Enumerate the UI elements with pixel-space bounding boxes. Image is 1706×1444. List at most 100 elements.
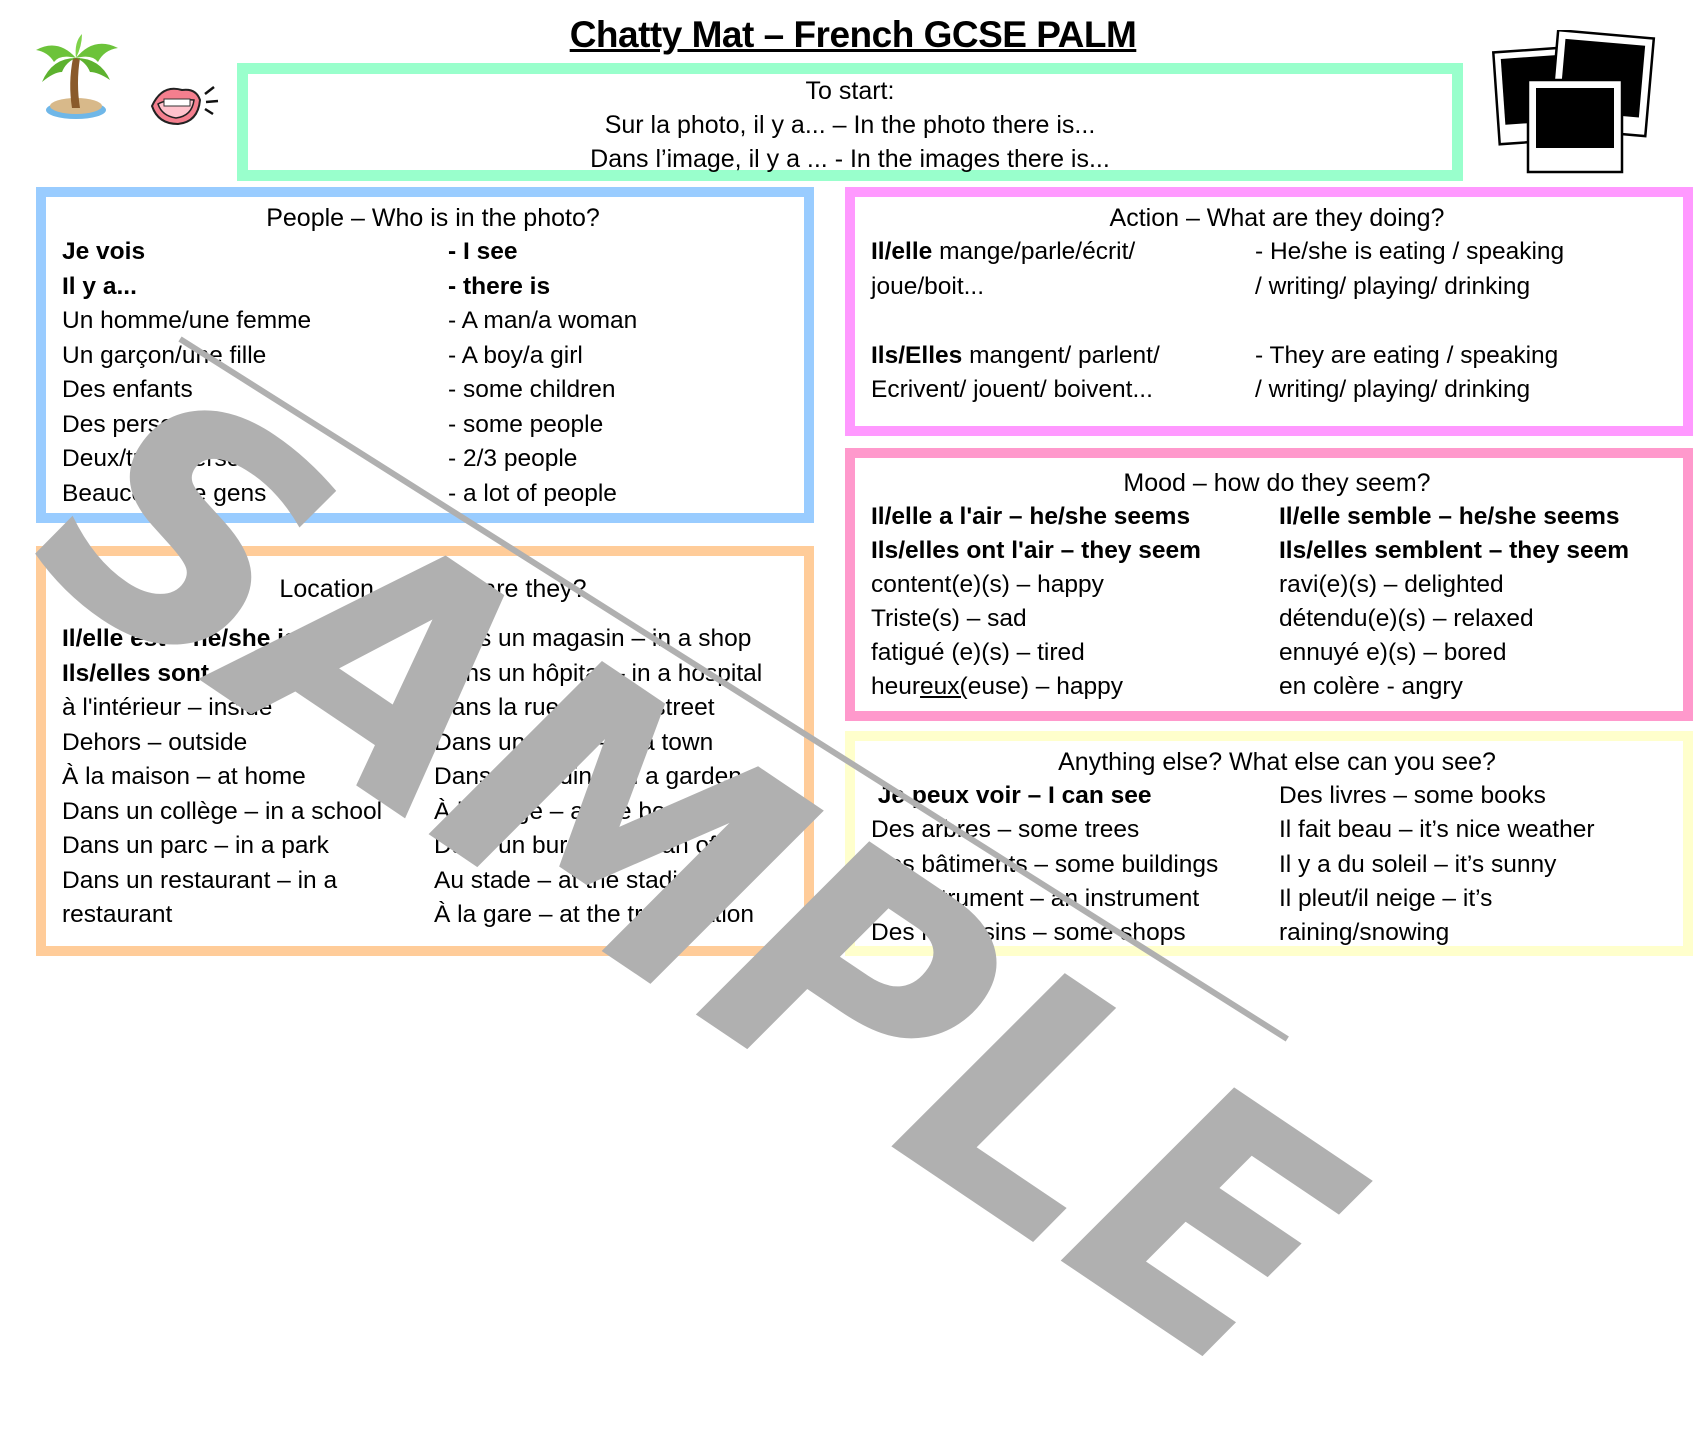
phrase-right: Ils/elles semblent – they seem — [1279, 537, 1629, 564]
intro-phrases-box: To start: Sur la photo, il y a... – In t… — [237, 63, 1463, 181]
vocab-row: Ils/elles sont – they are Dans un hôpital… — [62, 657, 804, 692]
people-section: People – Who is in the photo? Je vois- I… — [36, 187, 814, 523]
verb-list: Ecrivent/ jouent/ boivent... — [871, 376, 1153, 403]
french-term: Un homme/une femme — [62, 307, 312, 334]
phrase-right: Dans un hôpital – in a hospital — [434, 659, 763, 687]
french-term: joue/boit... — [871, 270, 1255, 305]
intro-heading: To start: — [805, 77, 895, 105]
word-part-underlined: eux( — [920, 673, 968, 700]
vocab-row: Ils/elles ont l'air – they seem Ils/elles… — [871, 534, 1683, 568]
phrase-right: Des livres – some books — [1279, 782, 1546, 809]
vocab-row: Beaucoup de gens - a lot of people — [62, 477, 804, 512]
mood-section: Mood – how do they seem? Il/elle a l'air… — [845, 448, 1693, 721]
page-title: Chatty Mat – French GCSE PALM — [569, 14, 1137, 55]
phrase-left: Ils/elles ont l'air – they seem — [871, 537, 1201, 564]
vocab-row: Je peux voir – I can see Des livres – som… — [871, 779, 1683, 813]
english-term: - A man/a woman — [448, 307, 638, 334]
phrase-right: en colère - angry — [1279, 673, 1463, 700]
phrase-right: Il/elle semble – he/she seems — [1279, 503, 1620, 530]
vocab-row: Ils/Elles mangent/ parlent/- They are ea… — [871, 339, 1683, 374]
vocab-row: à l'intérieur – inside Dans la rue – in t… — [62, 691, 804, 726]
french-term: Des enfants — [62, 376, 193, 403]
phrase-left: Des magasins – some shops — [871, 919, 1186, 947]
phrase-right: À la gare – at the train station — [434, 901, 755, 928]
phrase-right: ravi(e)(s) – delighted — [1279, 571, 1504, 598]
english-term: - a lot of people — [448, 479, 617, 507]
section-heading: Anything else? What else can you see? — [1058, 748, 1496, 776]
phrase-right: Dans un bureau – in an office — [434, 832, 754, 859]
phrase-left: Ils/elles sont – they are — [62, 659, 331, 687]
phrase-right: raining/snowing — [1279, 919, 1450, 947]
vocab-row: Il/elle mange/parle/écrit/ - He/she is ea… — [871, 235, 1683, 270]
phrase-right: Au stade – at the stadium — [434, 866, 712, 894]
subject-pronoun: Ils/Elles — [871, 341, 963, 369]
phrase-left: Triste(s) – sad — [871, 605, 1027, 632]
english-term: - I see — [448, 238, 518, 265]
english-term: / writing/ playing/ drinking — [1255, 376, 1531, 403]
french-term: Deux/trois personnes — [62, 445, 294, 472]
phrase-right: Dans un jardin – in a garden — [434, 763, 742, 790]
vocab-row: Un homme/une femme - A man/a woman — [62, 304, 804, 339]
section-heading: Action – What are they doing? — [1109, 204, 1445, 232]
polaroid-photos-icon — [1490, 28, 1660, 175]
word-part: heur — [871, 673, 921, 700]
phrase-right: Il y a du soleil – it’s sunny — [1279, 850, 1557, 878]
action-section: Action – What are they doing? Il/elle ma… — [845, 187, 1693, 436]
verb-list: mange/parle/écrit/ — [932, 238, 1136, 265]
phrase-left: À la maison – at home — [62, 763, 306, 790]
french-term: Il y a... — [62, 272, 137, 300]
phrase-left: Des bâtiments – some buildings — [871, 850, 1219, 878]
intro-phrase: Dans l’image, il y a ... - In the images… — [590, 145, 1110, 173]
vocab-row: Il y a...- there is — [62, 270, 804, 305]
vocab-row: Il/elle est – he/she is Dans un magasin –… — [62, 622, 804, 657]
vocab-row: Dans un restaurant – in a Au stade – at t… — [62, 864, 804, 899]
phrase-left: Il/elle a l'air – he/she seems — [871, 503, 1191, 530]
english-term: - He/she is eating / speaking — [1255, 238, 1565, 265]
phrase-left: content(e)(s) – happy — [871, 571, 1104, 598]
phrase-right: détendu(e)(s) – relaxed — [1279, 605, 1534, 632]
french-term: Je vois — [62, 238, 146, 265]
vocab-row: Je vois - I see — [62, 235, 804, 270]
phrase-left: Dans un collège – in a school — [62, 797, 383, 825]
vocab-row: Il/elle a l'air – he/she seems Il/elle se… — [871, 500, 1683, 534]
english-term: - They are eating / speaking — [1255, 341, 1559, 369]
section-heading: Location – Where are they? — [279, 575, 587, 603]
french-term: Ils/Elles mangent/ parlent/ — [871, 339, 1255, 374]
phrase-left: restaurant — [62, 901, 173, 928]
vocab-row: Dans un collège – in a school À la plage … — [62, 795, 804, 830]
english-term: - 2/3 people — [448, 445, 578, 472]
phrase-right: ennuyé e)(s) – bored — [1279, 639, 1507, 666]
vocab-row: content(e)(s) – happy ravi(e)(s) – deligh… — [871, 568, 1683, 602]
vocab-row: restaurant À la gare – at the train stati… — [62, 898, 804, 933]
french-term: Ecrivent/ jouent/ boivent... — [871, 373, 1255, 408]
subject-pronoun: Il/elle — [871, 238, 933, 265]
phrase-left: Je peux voir – I can see — [871, 782, 1152, 809]
english-term: / writing/ playing/ drinking — [1255, 272, 1531, 300]
phrase-left: Dans un parc – in a park — [62, 832, 329, 859]
french-term: Beaucoup de gens — [62, 479, 267, 507]
phrase-left: à l'intérieur – inside — [62, 694, 273, 721]
phrase-left: Dans un restaurant – in a — [62, 866, 338, 894]
location-section: Location – Where are they? Il/elle est –… — [36, 546, 814, 956]
phrase-left: Dehors – outside — [62, 728, 248, 756]
english-term: - A boy/a girl — [448, 341, 583, 369]
vocab-row: Des enfants- some children — [62, 373, 804, 408]
phrase-right: Il fait beau – it’s nice weather — [1279, 816, 1595, 844]
section-heading: Mood – how do they seem? — [1123, 469, 1431, 497]
phrase-left: Il/elle est – he/she is — [62, 625, 298, 652]
phrase-right: Il pleut/il neige – it’s — [1279, 884, 1493, 912]
vocab-row: À la maison – at home Dans un jardin – in… — [62, 760, 804, 795]
phrase-right: Dans un magasin – in a shop — [434, 625, 752, 652]
phrase-right: Dans la rue – in the street — [434, 694, 715, 721]
vocab-row: Des bâtiments – some buildings Il y a du … — [871, 848, 1683, 882]
vocab-row: Des magasins – some shops raining/snowing — [871, 916, 1683, 950]
vocab-row: Deux/trois personnes - 2/3 people — [62, 442, 804, 477]
vocab-row: Dans un parc – in a park Dans un bureau –… — [62, 829, 804, 864]
vocab-row: Ecrivent/ jouent/ boivent... / writing/ p… — [871, 373, 1683, 408]
phrase-left: fatigué (e)(s) – tired — [871, 639, 1085, 666]
phrase-right: À la plage – at the beach — [434, 797, 706, 825]
